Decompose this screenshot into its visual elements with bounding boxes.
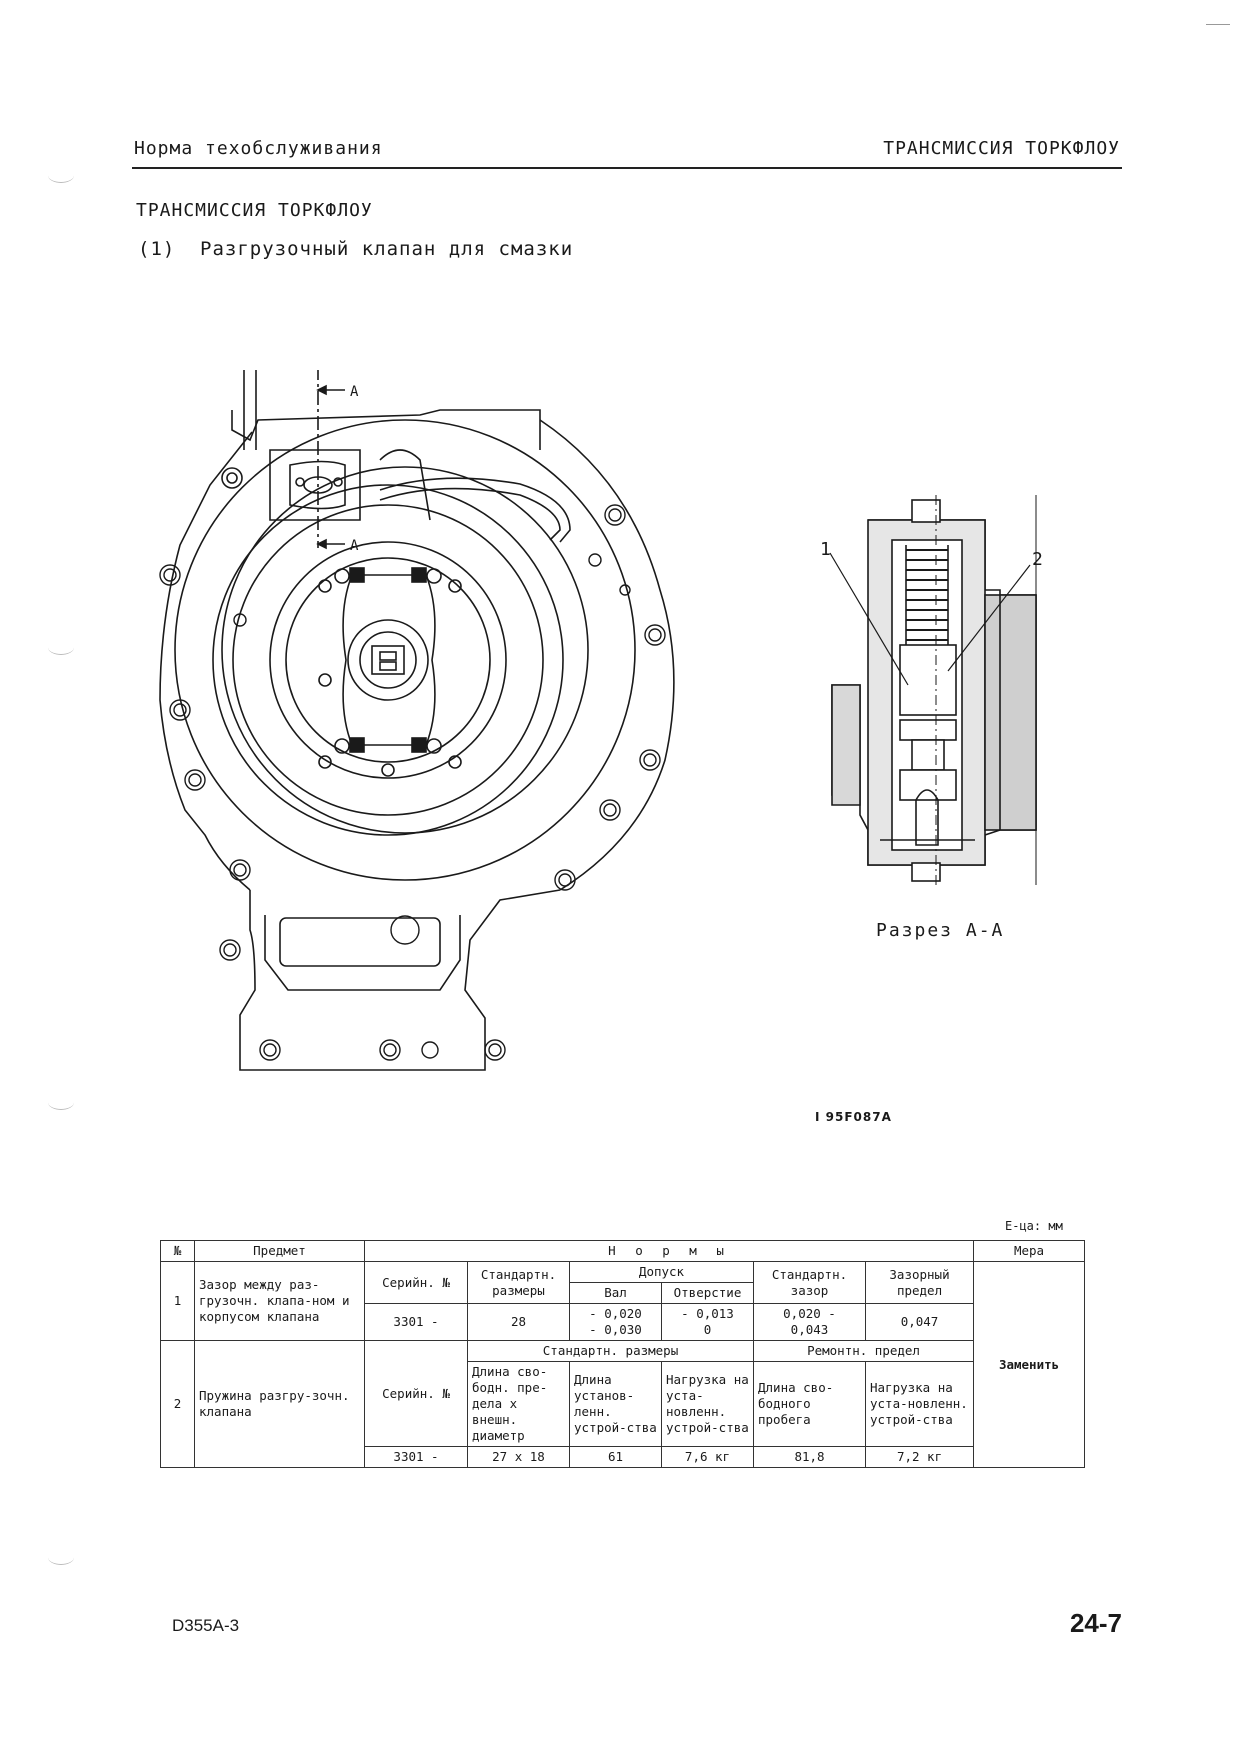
measure-replace: Заменить: [973, 1261, 1086, 1468]
row1-shaft-header: Вал: [569, 1282, 662, 1304]
corner-mark: [1206, 24, 1230, 25]
maintenance-standards-table: № Предмет Н о р м ы Мера 1 Зазор между р…: [160, 1240, 1086, 1468]
section-caption: Разрез А-А: [876, 920, 1005, 941]
hole-punch-mark: [48, 1095, 74, 1110]
row2-serial: 3301 -: [364, 1446, 468, 1468]
header-right: ТРАНСМИССИЯ ТОРКФЛОУ: [883, 138, 1120, 159]
col-header-norms: Н о р м ы: [363, 1240, 975, 1262]
row1-shaft-2: - 0,030: [589, 1322, 642, 1337]
callout-1: 1: [820, 539, 831, 560]
col-header-measure: Мера: [973, 1240, 1086, 1262]
row2-c2-header: Длина установ-ленн. устрой-ства: [569, 1361, 662, 1447]
table-header-row: № Предмет Н о р м ы Мера: [160, 1240, 1086, 1262]
cut-label-top: A: [350, 384, 359, 400]
row1-std-gap: 0,020 -0,043: [753, 1303, 866, 1341]
row2-std-dims-header: Стандартн. размеры: [467, 1340, 754, 1362]
unit-label: Е-ца: мм: [1005, 1219, 1063, 1233]
row2-serial-header: Серийн. №: [364, 1340, 468, 1447]
table-row: 2 Пружина разгру-зочн. клапана Серийн. №…: [160, 1340, 1085, 1468]
row2-c1: 27 х 18: [467, 1446, 570, 1468]
row2-c5-header: Нагрузка на уста-новленн. устрой-ства: [864, 1361, 975, 1447]
row2-c2: 61: [569, 1446, 662, 1468]
table-row: 3301 - 27 х 18 61 7,6 кг 81,8 7,2 кг: [161, 1446, 1085, 1468]
hole-punch-mark: [48, 168, 74, 183]
col-header-item: Предмет: [194, 1240, 365, 1262]
figure-code: I 95F087A: [815, 1110, 892, 1124]
footer-page-number: 24-7: [1069, 1608, 1122, 1638]
callout-2: 2: [1032, 549, 1043, 570]
row2-item: Пружина разгру-зочн. клапана: [194, 1340, 365, 1468]
row1-std-gap-header: Стандартн. зазор: [753, 1261, 866, 1304]
row1-std-header: Стандартн. размеры: [467, 1261, 570, 1304]
section-subtitle: Разгрузочный клапан для смазки: [200, 238, 574, 260]
table-row: Длина сво-бодн. пре-дела х внешн. диамет…: [161, 1361, 1085, 1447]
row2-c4: 81,8: [753, 1446, 866, 1468]
cut-label-bottom: A: [350, 538, 359, 554]
row1-hole-1: - 0,013: [681, 1306, 734, 1321]
row1-std-gap-1: 0,020 -: [783, 1306, 836, 1321]
row1-shaft-1: - 0,020: [589, 1306, 642, 1321]
row1-hole-header: Отверстие: [661, 1282, 754, 1304]
section-a-a-drawing: 1 2: [820, 495, 1043, 885]
row1-gap-limit: 0,047: [864, 1303, 975, 1341]
header-left: Норма техобслуживания: [134, 138, 383, 159]
hole-punch-mark: [48, 640, 74, 655]
row1-gap-limit-header: Зазорный предел: [864, 1261, 975, 1304]
row1-hole-2: 0: [703, 1322, 712, 1337]
footer-model: D355A-3: [172, 1616, 240, 1635]
row1-serial: 3301 -: [364, 1303, 468, 1341]
row1-std: 28: [467, 1303, 570, 1341]
table-row: 1 Зазор между раз-грузочн. клапа-ном и к…: [160, 1261, 1086, 1468]
row1-tolerance-header: Допуск: [569, 1261, 754, 1283]
row1-item: Зазор между раз-грузочн. клапа-ном и кор…: [194, 1261, 365, 1341]
row2-no: 2: [160, 1340, 195, 1468]
row1-no: 1: [160, 1261, 195, 1341]
transmission-front-view-drawing: A A: [159, 370, 675, 1071]
hole-punch-mark: [48, 1550, 74, 1565]
row2-c3: 7,6 кг: [661, 1446, 754, 1468]
row2-c3-header: Нагрузка на уста-новленн. устрой-ства: [661, 1361, 754, 1447]
col-header-no: №: [160, 1240, 195, 1262]
row2-c1-header: Длина сво-бодн. пре-дела х внешн. диамет…: [467, 1361, 570, 1447]
row1-shaft: - 0,020- 0,030: [569, 1303, 662, 1341]
header-rule: [132, 167, 1122, 169]
row2-repair-header: Ремонтн. предел: [752, 1340, 975, 1362]
row1-std-gap-2: 0,043: [790, 1322, 829, 1337]
row2-c4-header: Длина сво-бодного пробега: [753, 1361, 866, 1447]
section-title: ТРАНСМИССИЯ ТОРКФЛОУ: [136, 200, 373, 221]
section-number: (1): [138, 238, 176, 260]
row2-c5: 7,2 кг: [864, 1446, 975, 1468]
row1-serial-header: Серийн. №: [364, 1261, 468, 1304]
